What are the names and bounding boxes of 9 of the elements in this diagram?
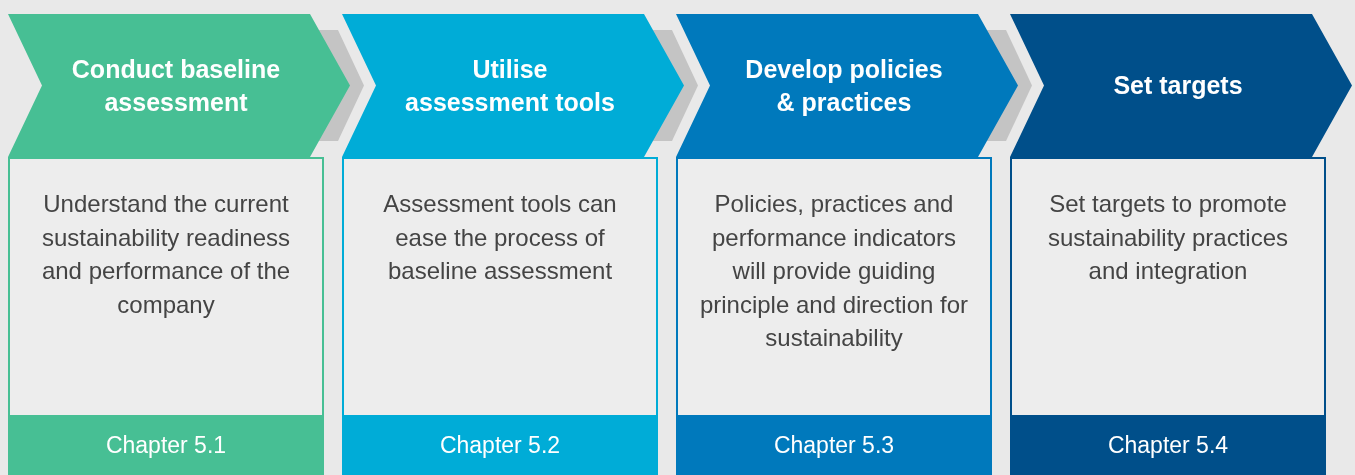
chapter-footer: Chapter 5.1	[8, 415, 324, 475]
chapter-footer: Chapter 5.3	[676, 415, 992, 475]
description-text: Assessment tools can ease the process of baseline assessment	[342, 157, 658, 415]
description-text: Policies, practices and performance indicators will provide guiding principle and direction for sustainability	[676, 157, 992, 415]
chapter-footer: Chapter 5.2	[342, 415, 658, 475]
description-text: Set targets to promote sustainability practices and integration	[1010, 157, 1326, 415]
chevron-header: Set targets	[1010, 14, 1355, 157]
chapter-footer: Chapter 5.4	[1010, 415, 1326, 475]
description-text: Understand the current sustainability readiness and performance of the company	[8, 157, 324, 415]
